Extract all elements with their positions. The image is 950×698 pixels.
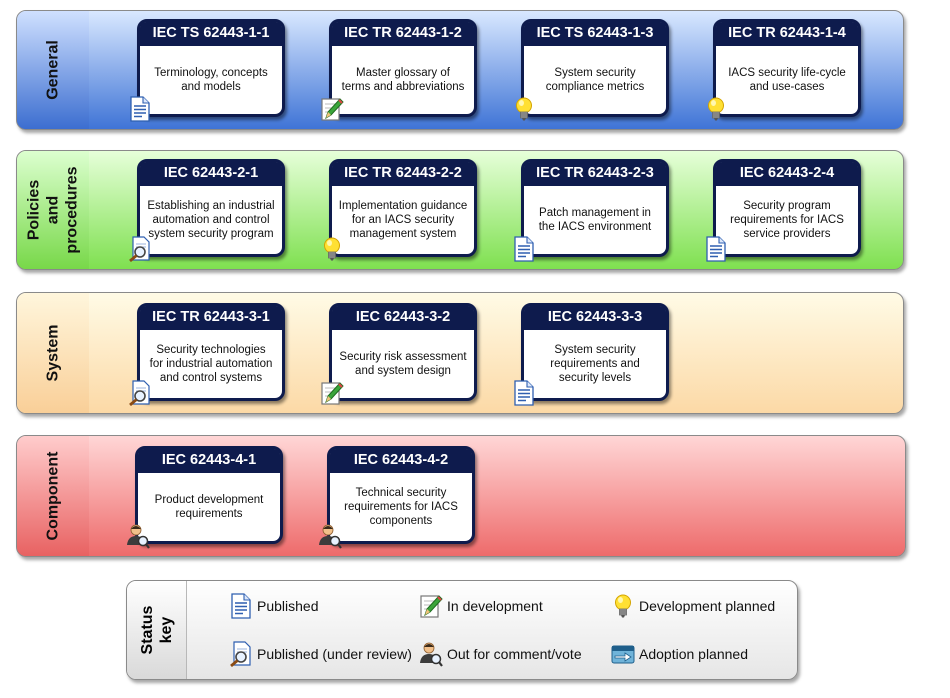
card-iec-tr-62443-3-1[interactable]: IEC TR 62443-3-1 Security technologies f… bbox=[137, 303, 285, 401]
card-iec-ts-62443-1-1[interactable]: IEC TS 62443-1-1 Terminology, concepts a… bbox=[137, 19, 285, 117]
development-planned-icon bbox=[704, 96, 728, 122]
adoption-planned-icon bbox=[611, 641, 635, 667]
legend-item-out-for-comment: Out for comment/vote bbox=[419, 641, 582, 667]
card-title: IEC 62443-3-3 bbox=[524, 306, 666, 330]
published-icon bbox=[512, 380, 536, 406]
card-iec-ts-62443-1-3[interactable]: IEC TS 62443-1-3 System security complia… bbox=[521, 19, 669, 117]
card-iec-62443-3-2[interactable]: IEC 62443-3-2 Security risk assessment a… bbox=[329, 303, 477, 401]
legend-item-published-under-review: Published (under review) bbox=[229, 641, 412, 667]
card-iec-62443-2-1[interactable]: IEC 62443-2-1 Establishing an industrial… bbox=[137, 159, 285, 257]
card-title: IEC 62443-2-1 bbox=[140, 162, 282, 186]
card-description: IACS security life-cycle and use-cases bbox=[728, 67, 846, 93]
card-title: IEC 62443-3-2 bbox=[332, 306, 474, 330]
band-component: Component IEC 62443-4-1 Product developm… bbox=[16, 435, 906, 557]
card-description: Security program requirements for IACS s… bbox=[730, 200, 844, 240]
card-description: Security technologies for industrial aut… bbox=[149, 344, 273, 384]
band-label: Policies and procedures bbox=[25, 166, 81, 254]
card-iec-tr-62443-1-2[interactable]: IEC TR 62443-1-2 Master glossary of term… bbox=[329, 19, 477, 117]
card-iec-tr-62443-2-3[interactable]: IEC TR 62443-2-3 Patch management in the… bbox=[521, 159, 669, 257]
card-iec-62443-2-4[interactable]: IEC 62443-2-4 Security program requireme… bbox=[713, 159, 861, 257]
development-planned-icon bbox=[320, 236, 344, 262]
published-icon bbox=[704, 236, 728, 262]
legend-item-published: Published bbox=[229, 593, 319, 619]
legend-label: In development bbox=[447, 598, 543, 614]
published-icon bbox=[128, 96, 152, 122]
legend-label: Adoption planned bbox=[639, 646, 748, 662]
in-development-icon bbox=[320, 96, 344, 122]
card-title: IEC TR 62443-1-4 bbox=[716, 22, 858, 46]
card-title: IEC TR 62443-2-3 bbox=[524, 162, 666, 186]
card-title: IEC TR 62443-2-2 bbox=[332, 162, 474, 186]
card-title: IEC 62443-4-2 bbox=[330, 449, 472, 473]
out-for-comment-icon bbox=[318, 523, 342, 549]
band-system: System IEC TR 62443-3-1 Security technol… bbox=[16, 292, 904, 414]
out-for-comment-icon bbox=[419, 641, 443, 667]
in-development-icon bbox=[419, 593, 443, 619]
card-iec-tr-62443-1-4[interactable]: IEC TR 62443-1-4 IACS security life-cycl… bbox=[713, 19, 861, 117]
card-title: IEC TR 62443-3-1 bbox=[140, 306, 282, 330]
legend-label: Published bbox=[257, 598, 319, 614]
legend-label: Published (under review) bbox=[257, 646, 412, 662]
card-description: Master glossary of terms and abbreviatio… bbox=[341, 67, 465, 93]
band-policies-and-procedures: Policies and procedures IEC 62443-2-1 Es… bbox=[16, 150, 904, 270]
status-key-legend: Status key Published In development Deve… bbox=[126, 580, 798, 680]
band-label: System bbox=[44, 324, 62, 382]
card-iec-62443-4-1[interactable]: IEC 62443-4-1 Product development requir… bbox=[135, 446, 283, 544]
card-description: Patch management in the IACS environment bbox=[538, 207, 652, 233]
card-description: Security risk assessment and system desi… bbox=[339, 351, 467, 377]
development-planned-icon bbox=[611, 593, 635, 619]
card-title: IEC 62443-4-1 bbox=[138, 449, 280, 473]
legend-item-in-development: In development bbox=[419, 593, 543, 619]
card-iec-tr-62443-2-2[interactable]: IEC TR 62443-2-2 Implementation guidance… bbox=[329, 159, 477, 257]
in-development-icon bbox=[320, 380, 344, 406]
published-icon bbox=[512, 236, 536, 262]
published-under-review-icon bbox=[128, 380, 152, 406]
card-description: Terminology, concepts and models bbox=[154, 67, 268, 93]
card-title: IEC 62443-2-4 bbox=[716, 162, 858, 186]
published-under-review-icon bbox=[128, 236, 152, 262]
card-description: System security compliance metrics bbox=[545, 67, 645, 93]
card-title: IEC TS 62443-1-3 bbox=[524, 22, 666, 46]
legend-item-development-planned: Development planned bbox=[611, 593, 775, 619]
published-under-review-icon bbox=[229, 641, 253, 667]
legend-item-adoption-planned: Adoption planned bbox=[611, 641, 748, 667]
development-planned-icon bbox=[512, 96, 536, 122]
band-label: General bbox=[44, 40, 62, 100]
card-description: Establishing an industrial automation an… bbox=[147, 200, 275, 240]
legend-label: Out for comment/vote bbox=[447, 646, 582, 662]
out-for-comment-icon bbox=[126, 523, 150, 549]
card-iec-62443-3-3[interactable]: IEC 62443-3-3 System security requiremen… bbox=[521, 303, 669, 401]
legend-title: Status key bbox=[139, 605, 175, 655]
published-icon bbox=[229, 593, 253, 619]
card-description: System security requirements and securit… bbox=[550, 344, 640, 384]
card-description: Technical security requirements for IACS… bbox=[344, 487, 458, 527]
card-title: IEC TR 62443-1-2 bbox=[332, 22, 474, 46]
legend-label: Development planned bbox=[639, 598, 776, 614]
band-general: General IEC TS 62443-1-1 Terminology, co… bbox=[16, 10, 904, 130]
card-description: Implementation guidance for an IACS secu… bbox=[338, 200, 468, 240]
card-description: Product development requirements bbox=[154, 494, 264, 520]
band-label: Component bbox=[44, 451, 62, 541]
card-title: IEC TS 62443-1-1 bbox=[140, 22, 282, 46]
card-iec-62443-4-2[interactable]: IEC 62443-4-2 Technical security require… bbox=[327, 446, 475, 544]
